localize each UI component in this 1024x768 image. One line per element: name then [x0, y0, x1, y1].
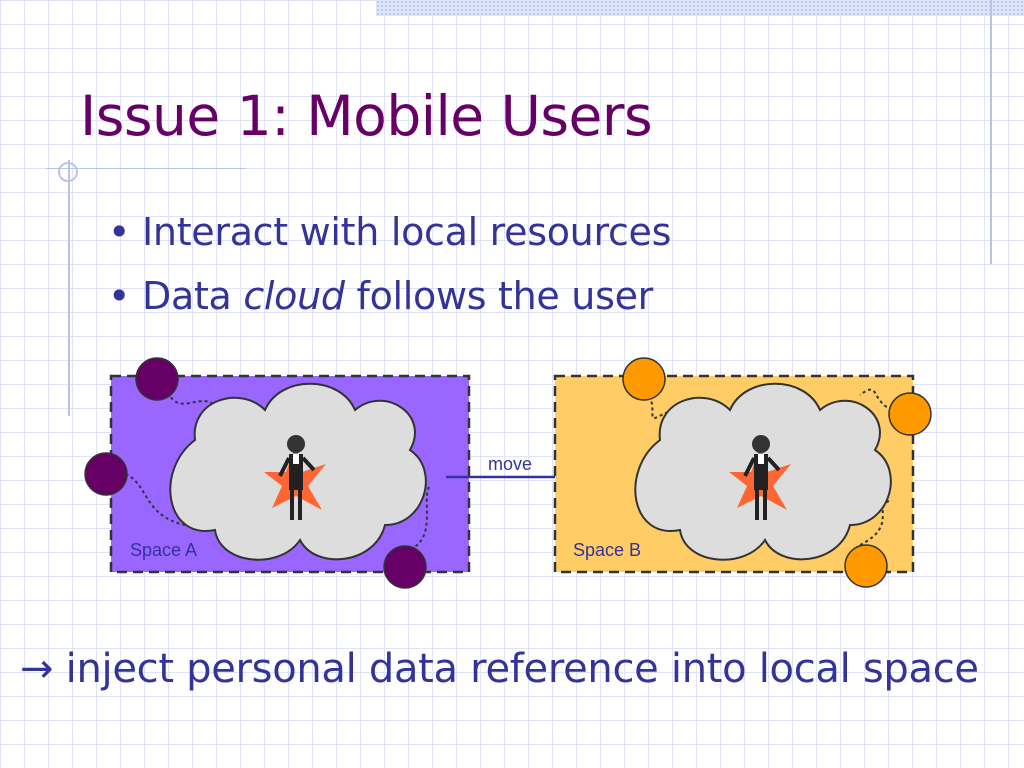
space-a-label: Space A	[130, 540, 197, 560]
title-underline-rule	[46, 168, 246, 169]
space-a-node	[84, 452, 128, 496]
space-a-links	[119, 391, 431, 553]
bullet-text: Interact with local resources	[142, 210, 672, 254]
corner-crosshair-icon	[58, 162, 78, 182]
right-arrow-icon: →	[20, 646, 54, 692]
conclusion-line: → inject personal data reference into lo…	[20, 646, 979, 692]
top-decor-band	[376, 0, 1024, 16]
bullet-list: •Interact with local resources •Data clo…	[108, 204, 671, 332]
move-label: move	[488, 454, 532, 474]
bullet-item: •Data cloud follows the user	[108, 268, 671, 332]
conclusion-text: inject personal data reference into loca…	[65, 646, 979, 692]
bullet-text-emphasis: cloud	[243, 274, 345, 318]
space-b-node	[844, 544, 888, 588]
space-b-node	[622, 357, 666, 401]
left-margin-rule	[68, 160, 70, 416]
slide-title: Issue 1: Mobile Users	[80, 84, 653, 148]
space-a-node	[135, 357, 179, 401]
space-a-node	[383, 545, 427, 589]
space-b-label: Space B	[573, 540, 641, 560]
bullet-dot-icon: •	[108, 274, 131, 318]
bullet-text-tail: follows the user	[344, 274, 653, 318]
bullet-text-lead: Data	[142, 274, 244, 318]
bullet-item: •Interact with local resources	[108, 204, 671, 268]
right-margin-rule	[990, 0, 992, 264]
bullet-dot-icon: •	[108, 210, 131, 254]
space-b-node	[888, 392, 932, 436]
